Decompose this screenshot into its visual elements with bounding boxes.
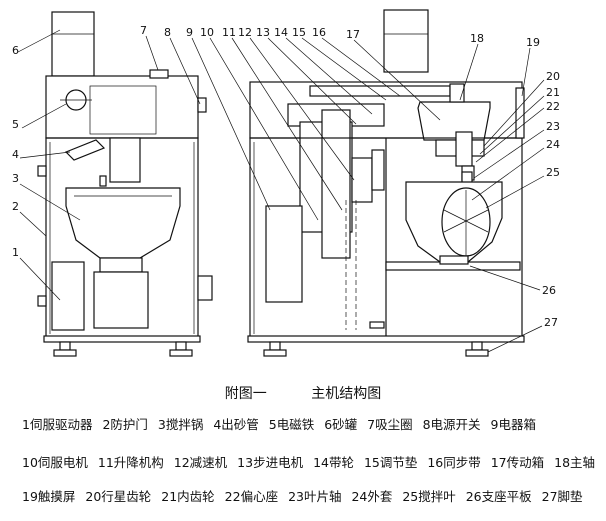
legend-item: 19触摸屏 — [22, 489, 76, 504]
legend-item: 13步进电机 — [237, 455, 304, 470]
legend-item: 4出砂管 — [213, 417, 259, 432]
legend-item: 25搅拌叶 — [402, 489, 456, 504]
callout-16: 16 — [312, 26, 326, 39]
legend-item: 7吸尘圈 — [367, 417, 413, 432]
legend-item: 22偏心座 — [224, 489, 279, 504]
callout-10: 10 — [200, 26, 214, 39]
legend-item: 27脚垫 — [541, 489, 583, 504]
legend-item: 8电源开关 — [422, 417, 481, 432]
legend-item: 2防护门 — [102, 417, 148, 432]
legend-item: 24外套 — [351, 489, 393, 504]
callout-13: 13 — [256, 26, 270, 39]
leader-lines — [17, 29, 545, 353]
callout-4: 4 — [12, 148, 19, 161]
callout-15: 15 — [292, 26, 306, 39]
callout-18: 18 — [470, 32, 484, 45]
callout-7: 7 — [140, 24, 147, 37]
callout-12: 12 — [238, 26, 252, 39]
legend-row-1: 1伺服驱动器 2防护门 3搅拌锅 4出砂管 5电磁铁 6砂罐 7吸尘圈 8电源开… — [22, 414, 542, 433]
legend-row-3: 19触摸屏 20行星齿轮 21内齿轮 22偏心座 23叶片轴 24外套 25搅拌… — [22, 486, 589, 505]
callout-23: 23 — [546, 120, 560, 133]
legend-item: 16同步带 — [427, 455, 481, 470]
legend-item: 12减速机 — [173, 455, 228, 470]
callout-19: 19 — [526, 36, 540, 49]
legend-item: 9电器箱 — [490, 417, 536, 432]
callout-17: 17 — [346, 28, 360, 41]
callout-6: 6 — [12, 44, 19, 57]
legend-item: 10伺服电机 — [22, 455, 88, 470]
callout-2: 2 — [12, 200, 19, 213]
callout-24: 24 — [546, 138, 560, 151]
callout-25: 25 — [546, 166, 560, 179]
side-view — [247, 9, 525, 357]
legend-item: 6砂罐 — [324, 417, 358, 432]
figure-caption: 附图一 主机结构图 — [0, 383, 606, 405]
legend-item: 20行星齿轮 — [85, 489, 152, 504]
callout-3: 3 — [12, 172, 19, 185]
callout-20: 20 — [546, 70, 560, 83]
legend-item: 21内齿轮 — [161, 489, 215, 504]
legend-item: 1伺服驱动器 — [22, 417, 93, 432]
machine-structure-drawing: 1 2 3 4 5 6 7 8 9 10 11 12 13 14 15 16 1… — [12, 9, 560, 357]
callout-11: 11 — [222, 26, 236, 39]
figure-number: 附图一 — [224, 386, 267, 402]
callout-1: 1 — [12, 246, 19, 259]
figure-title: 主机结构图 — [311, 386, 382, 402]
legend-item: 3搅拌锅 — [157, 417, 204, 432]
legend-item: 17传动箱 — [490, 455, 545, 470]
front-view — [37, 11, 213, 357]
legend-item: 15调节垫 — [363, 455, 418, 470]
callout-9: 9 — [186, 26, 193, 39]
callout-21: 21 — [546, 86, 560, 99]
legend-item: 26支座平板 — [465, 489, 532, 504]
legend-item: 5电磁铁 — [268, 417, 315, 432]
callout-8: 8 — [164, 26, 171, 39]
legend-item: 18主轴 — [554, 455, 596, 470]
legend-item: 11升降机构 — [97, 455, 164, 470]
callout-labels: 1 2 3 4 5 6 7 8 9 10 11 12 13 14 15 16 1… — [12, 24, 560, 329]
legend-item: 23叶片轴 — [288, 489, 342, 504]
callout-27: 27 — [544, 316, 558, 329]
callout-22: 22 — [546, 100, 560, 113]
callout-14: 14 — [274, 26, 288, 39]
legend-row-2: 10伺服电机 11升降机构 12减速机 13步进电机 14带轮 15调节垫 16… — [22, 452, 601, 471]
callout-26: 26 — [542, 284, 556, 297]
callout-5: 5 — [12, 118, 19, 131]
legend-item: 14带轮 — [313, 455, 354, 470]
